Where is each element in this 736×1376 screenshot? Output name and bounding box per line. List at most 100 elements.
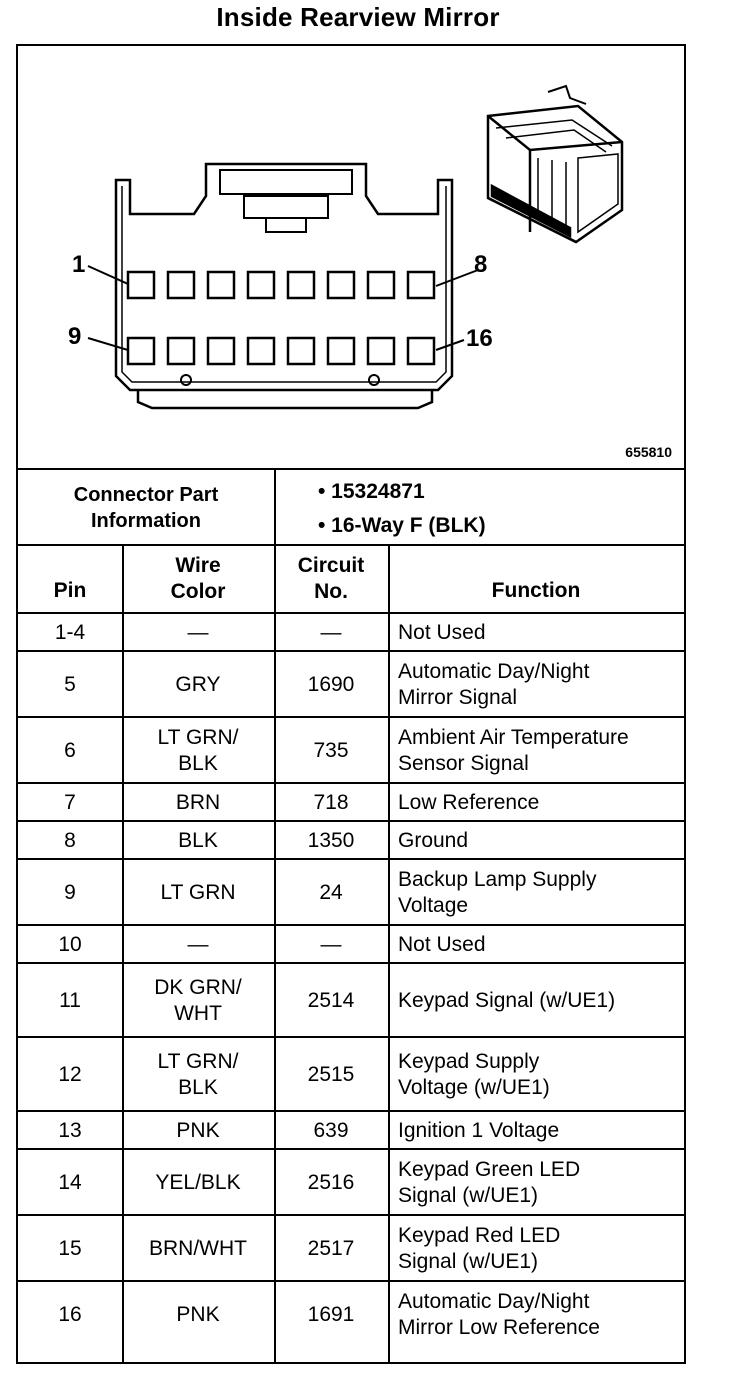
table-column-divider [274, 546, 276, 1362]
table-cell-function: Keypad Supply Voltage (w/UE1) [398, 1050, 550, 1099]
table-cell-pin: 15 [58, 1237, 82, 1260]
table-cell-pin: 9 [64, 881, 76, 904]
table-cell-wire: PNK [176, 1303, 220, 1326]
table-cell-function: Not Used [398, 621, 486, 644]
connector-part-info-label: Connector Part Information [73, 484, 219, 532]
table-cell-wire: — [187, 933, 209, 956]
column-header-circuit: Circuit No. [297, 554, 365, 603]
pin-cavity-12 [246, 336, 276, 366]
table-cell-wire: LT GRN/ BLK [157, 1050, 239, 1099]
table-cell-wire: GRY [175, 673, 221, 696]
table-row-divider [18, 1280, 684, 1282]
table-cell-wire: LT GRN [160, 881, 236, 904]
table-cell-wire: DK GRN/ WHT [154, 976, 242, 1025]
column-header-function: Function [491, 579, 581, 602]
table-cell-pin: 16 [58, 1303, 82, 1326]
connector-type: • 16-Way F (BLK) [318, 514, 486, 537]
table-row-divider [18, 782, 684, 784]
pin-cavity-16 [406, 336, 436, 366]
table-cell-circuit: 2517 [307, 1237, 355, 1260]
table-cell-circuit: — [320, 621, 342, 644]
pin-cavity-11 [206, 336, 236, 366]
table-cell-circuit: 2514 [307, 989, 355, 1012]
pin-cavity-9 [126, 336, 156, 366]
table-row-divider [18, 1110, 684, 1112]
connector-bottom-skirt [136, 390, 434, 410]
table-cell-wire: PNK [176, 1119, 220, 1142]
column-header-pin: Pin [53, 579, 87, 602]
table-cell-pin: 1-4 [54, 621, 86, 644]
pin-cavity-8 [406, 270, 436, 300]
table-cell-function: Ignition 1 Voltage [398, 1119, 560, 1142]
pin-cavity-6 [326, 270, 356, 300]
pin-cavity-15 [366, 336, 396, 366]
table-cell-wire: LT GRN/ BLK [157, 726, 239, 775]
pin-callout-8: 8 [474, 251, 487, 278]
connector-sheet: 1 8 9 16 655810 Connector Part Informati… [16, 44, 686, 1364]
table-cell-pin: 6 [64, 739, 76, 762]
table-cell-function: Keypad Green LED Signal (w/UE1) [398, 1158, 581, 1207]
connector-3d-view [486, 84, 624, 244]
table-cell-pin: 12 [58, 1063, 82, 1086]
table-cell-circuit: 2515 [307, 1063, 355, 1086]
table-cell-circuit: 718 [313, 791, 349, 814]
table-row-divider [18, 924, 684, 926]
table-row-divider [18, 1036, 684, 1038]
table-cell-function: Not Used [398, 933, 486, 956]
leader-pin-16 [435, 339, 465, 351]
table-cell-function: Ground [398, 829, 469, 852]
table-cell-function: Keypad Red LED Signal (w/UE1) [398, 1224, 561, 1273]
table-cell-function: Automatic Day/Night Mirror Low Reference [398, 1290, 600, 1339]
table-cell-function: Ambient Air Temperature Sensor Signal [398, 726, 629, 775]
table-row-divider [18, 820, 684, 822]
table-row-divider [18, 1148, 684, 1150]
table-cell-pin: 14 [58, 1171, 82, 1194]
table-cell-circuit: 24 [319, 881, 343, 904]
table-cell-function: Automatic Day/Night Mirror Signal [398, 660, 590, 709]
table-row-divider [18, 650, 684, 652]
pin-cavity-4 [246, 270, 276, 300]
table-cell-pin: 8 [64, 829, 76, 852]
table-cell-function: Keypad Signal (w/UE1) [398, 989, 616, 1012]
table-column-divider [122, 546, 124, 1362]
figure-number: 655810 [625, 444, 672, 460]
table-cell-circuit: 1350 [307, 829, 355, 852]
table-cell-pin: 7 [64, 791, 76, 814]
pin-cavity-7 [366, 270, 396, 300]
table-row-divider [18, 1214, 684, 1216]
table-cell-pin: 10 [58, 933, 82, 956]
pin-cavity-1 [126, 270, 156, 300]
table-cell-wire: YEL/BLK [155, 1171, 241, 1194]
pin-cavity-3 [206, 270, 236, 300]
pin-cavity-5 [286, 270, 316, 300]
pin-callout-1: 1 [72, 251, 85, 278]
pin-cavity-10 [166, 336, 196, 366]
table-cell-wire: — [187, 621, 209, 644]
table-cell-circuit: 1691 [307, 1303, 355, 1326]
table-cell-pin: 11 [59, 989, 81, 1012]
leader-pin-9 [87, 337, 129, 351]
table-cell-circuit: 639 [313, 1119, 349, 1142]
table-cell-function: Backup Lamp Supply Voltage [398, 868, 597, 917]
table-cell-function: Low Reference [398, 791, 540, 814]
table-cell-pin: 13 [58, 1119, 82, 1142]
pin-callout-9: 9 [68, 323, 81, 350]
table-cell-circuit: — [320, 933, 342, 956]
table-cell-circuit: 735 [313, 739, 349, 762]
connector-locking-tab [219, 169, 353, 195]
leader-pin-8 [435, 269, 479, 287]
table-cell-wire: BLK [178, 829, 218, 852]
page-title: Inside Rearview Mirror [216, 2, 500, 32]
connector-diagram: 1 8 9 16 [68, 84, 624, 410]
leader-pin-1 [87, 265, 129, 285]
table-row-divider [18, 962, 684, 964]
connector-body-outline [114, 162, 454, 392]
column-header-wire-color: Wire Color [170, 554, 226, 603]
table-column-divider [388, 546, 390, 1362]
pin-callout-16: 16 [466, 325, 493, 352]
rivet-left-icon [180, 374, 192, 386]
pin-cavity-2 [166, 270, 196, 300]
table-cell-circuit: 1690 [307, 673, 355, 696]
table-cell-wire: BRN [175, 791, 221, 814]
rivet-right-icon [368, 374, 380, 386]
